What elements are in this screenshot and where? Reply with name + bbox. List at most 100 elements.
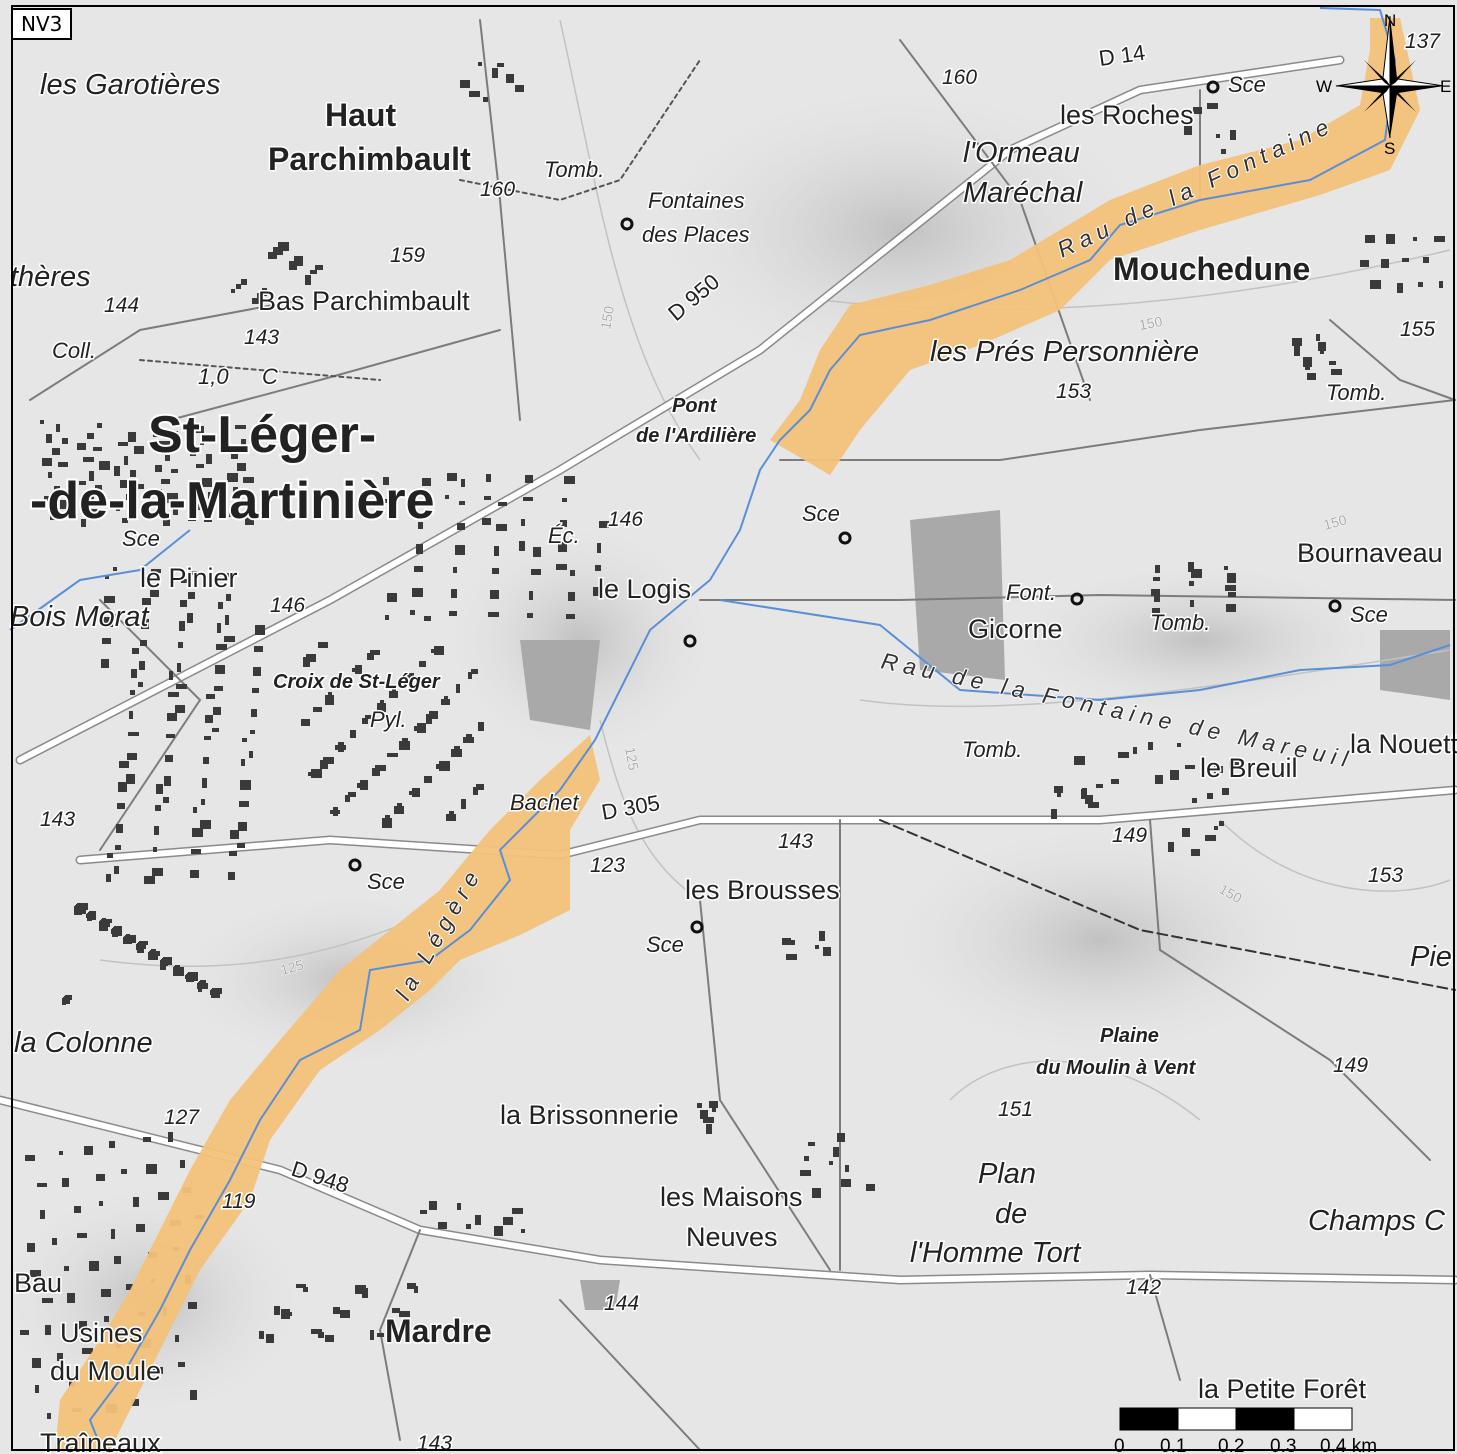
map-label-champs: Champs C	[1308, 1205, 1446, 1237]
building	[387, 593, 397, 602]
map-label-lesbrousses: les Brousses	[685, 875, 840, 905]
building	[1081, 789, 1087, 799]
building	[202, 778, 207, 788]
map-label-c150b: 150	[1138, 313, 1164, 333]
building	[1226, 604, 1236, 612]
building	[451, 589, 457, 598]
building	[399, 741, 410, 750]
building	[241, 439, 246, 448]
building	[239, 501, 246, 506]
building	[318, 1332, 324, 1338]
building	[1224, 566, 1228, 570]
map-label-plan3: l'Homme Tort	[910, 1237, 1082, 1269]
building	[127, 753, 137, 760]
building	[179, 621, 185, 631]
building	[812, 1188, 821, 1198]
building	[114, 926, 122, 936]
building	[1329, 361, 1336, 365]
building	[42, 458, 52, 466]
building	[130, 470, 136, 477]
building	[124, 456, 128, 465]
building	[163, 797, 169, 803]
building	[198, 502, 204, 510]
building	[173, 507, 178, 515]
building	[476, 784, 484, 790]
map-label-c125a: 125	[622, 746, 642, 772]
building	[151, 489, 162, 495]
stream-corridor	[55, 18, 1420, 1450]
building	[1305, 365, 1310, 370]
building	[187, 613, 193, 623]
building	[311, 1329, 322, 1334]
building	[1221, 149, 1226, 154]
building	[215, 665, 225, 674]
building	[178, 642, 183, 648]
building	[121, 1169, 127, 1174]
building	[40, 1210, 45, 1219]
map-label-stleger2: -de-la-Martinière	[30, 472, 435, 530]
map-label-pyl: Pyl.	[370, 707, 407, 732]
building	[564, 476, 575, 484]
map-label-plaine2: du Moulin à Vent	[1036, 1057, 1197, 1079]
building	[89, 1261, 99, 1271]
building	[139, 661, 145, 670]
building	[241, 759, 245, 766]
map-label-e143d: 143	[417, 1432, 452, 1454]
building	[204, 516, 212, 522]
building	[233, 487, 238, 494]
building	[225, 435, 230, 440]
building	[109, 1141, 115, 1148]
map-label-haut2: Parchimbault	[268, 141, 471, 177]
map-label-stleger1: St-Léger-	[148, 406, 376, 464]
building	[44, 496, 52, 501]
building	[217, 623, 221, 633]
building	[410, 610, 415, 615]
map-label-e153b: 153	[1368, 864, 1403, 887]
building	[231, 449, 238, 459]
building	[444, 696, 448, 700]
building	[1225, 585, 1236, 591]
building	[79, 481, 86, 485]
building	[114, 1256, 121, 1264]
building	[338, 742, 344, 752]
building	[296, 1284, 306, 1288]
map-label-e143a: 143	[244, 326, 279, 349]
building	[451, 749, 462, 757]
map-label-c150a: 150	[597, 305, 617, 331]
building	[1228, 592, 1236, 597]
building	[84, 1146, 93, 1155]
building	[1054, 786, 1063, 793]
building	[1133, 747, 1137, 754]
map-label-e144a: 144	[104, 294, 139, 317]
building	[157, 503, 162, 507]
building	[512, 1208, 523, 1214]
map-label-sce4: Sce	[367, 869, 405, 894]
building	[471, 669, 478, 674]
building	[104, 596, 115, 603]
building	[153, 847, 157, 852]
building	[93, 447, 102, 451]
building	[800, 1170, 811, 1176]
building	[104, 1316, 109, 1322]
building	[132, 508, 136, 512]
building	[243, 477, 254, 483]
building	[146, 1164, 157, 1174]
map-label-usines: Usines	[60, 1318, 143, 1348]
building	[1370, 280, 1381, 289]
building	[54, 486, 60, 490]
building	[35, 1385, 39, 1393]
building	[60, 500, 68, 509]
building	[181, 579, 189, 583]
building	[362, 718, 368, 724]
building	[85, 495, 94, 504]
building	[365, 715, 374, 719]
building	[95, 485, 102, 493]
building	[409, 791, 414, 795]
building	[122, 518, 128, 523]
building	[412, 588, 423, 597]
building	[1423, 257, 1429, 263]
building	[397, 803, 402, 809]
building	[206, 454, 212, 464]
building	[352, 668, 356, 672]
building	[521, 519, 525, 526]
